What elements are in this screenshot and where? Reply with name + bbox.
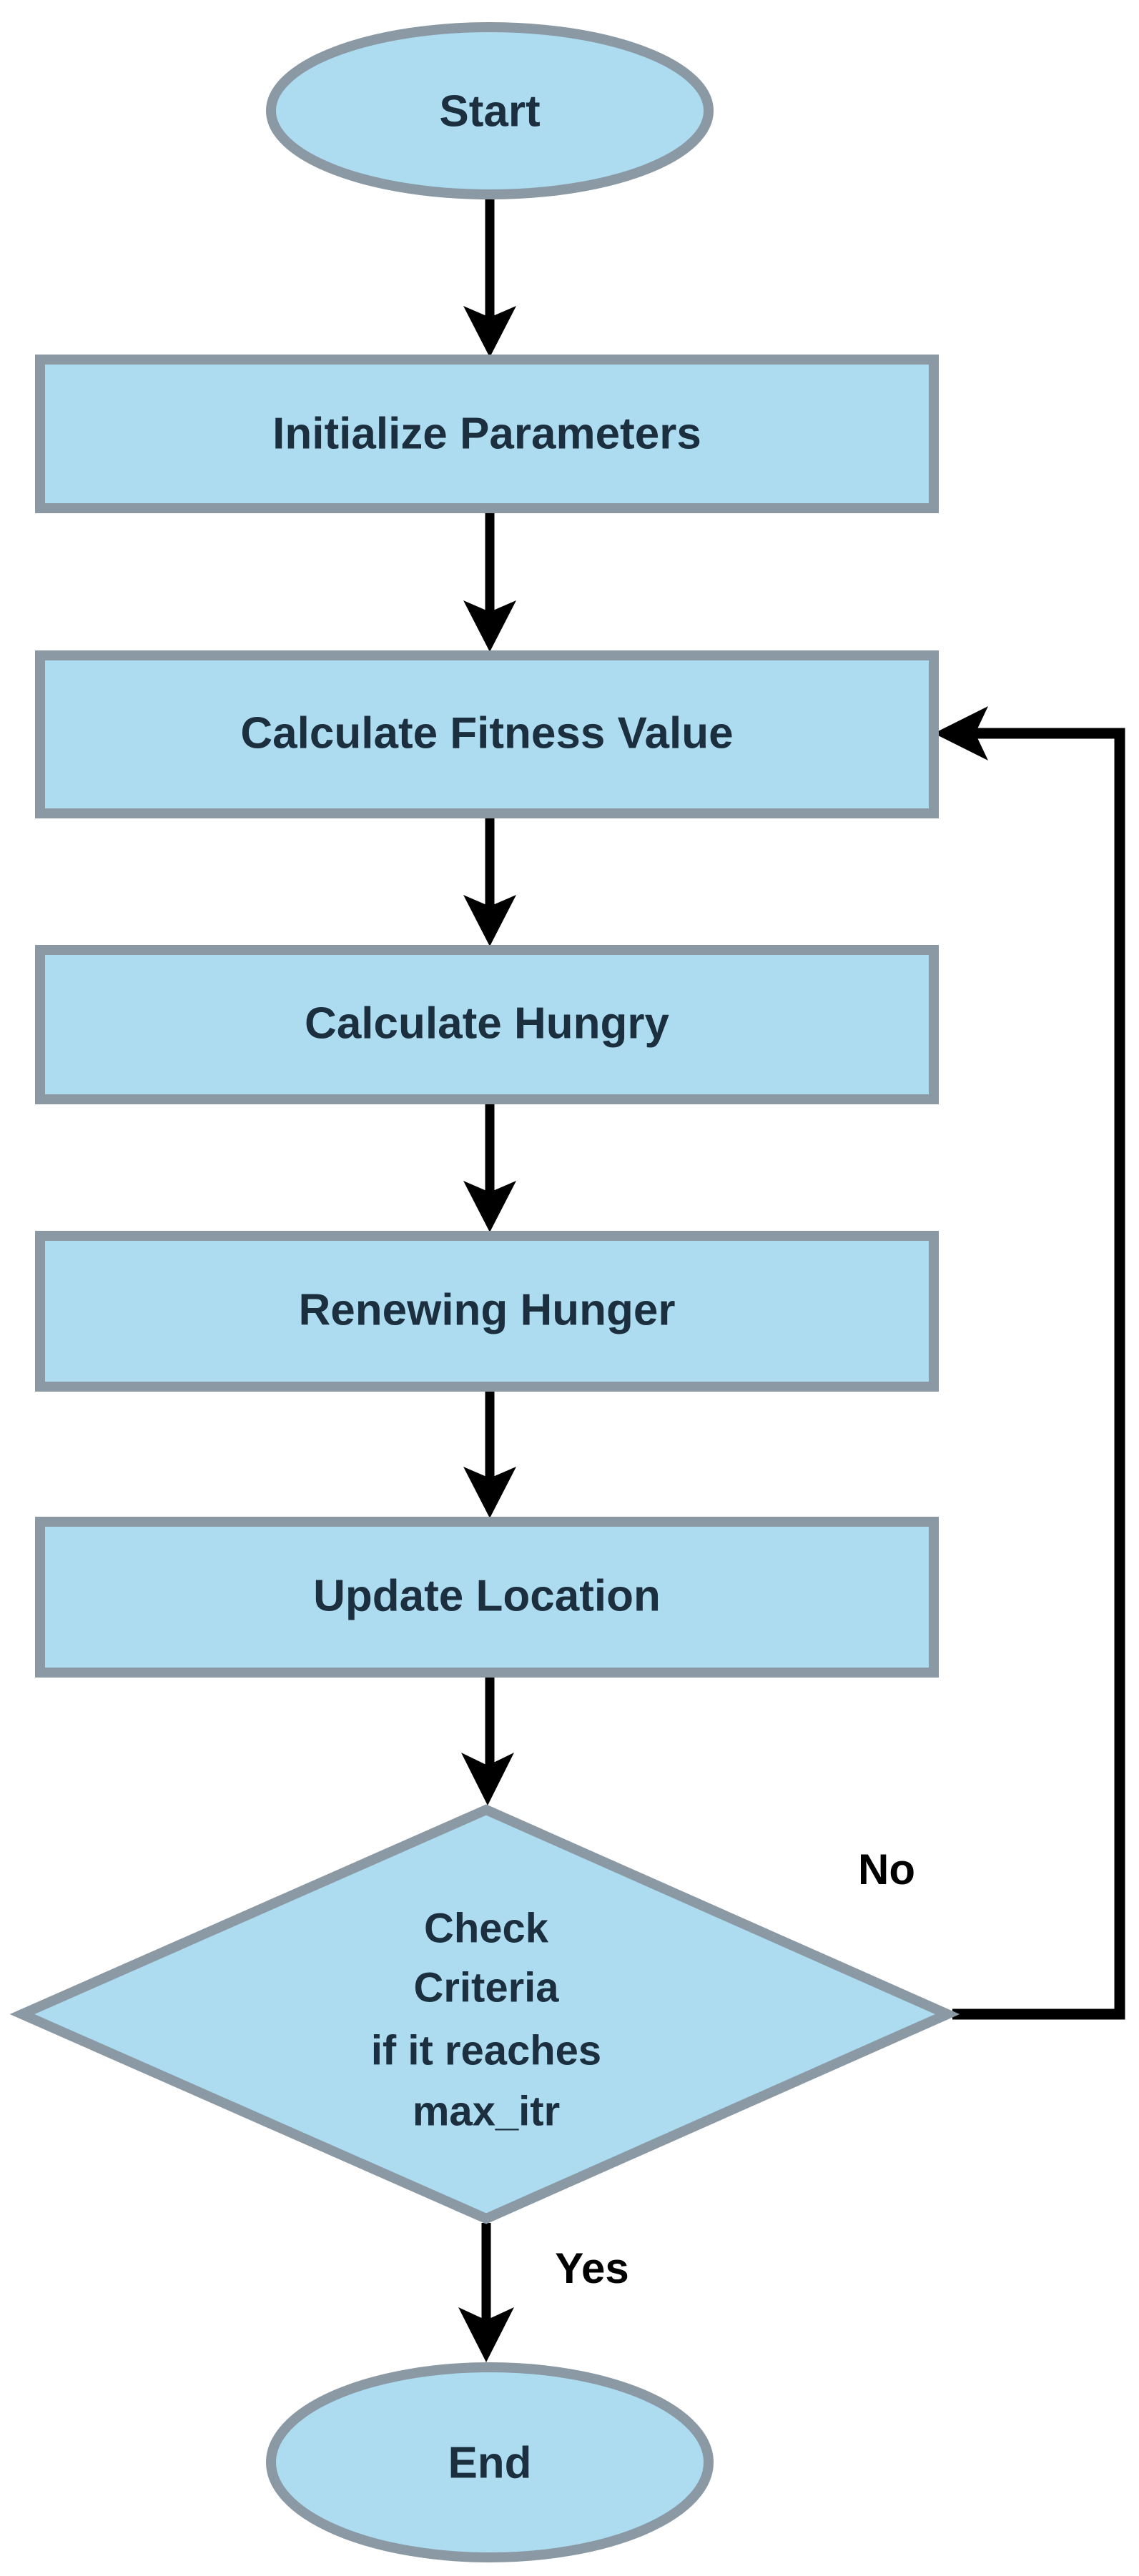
calculate-fitness-value-label: Calculate Fitness Value	[240, 708, 733, 758]
check-criteria-diamond-shape	[9, 1804, 960, 2224]
update-location-rect-shape	[35, 1517, 939, 1678]
connector-check-to-fitness-feedback	[934, 706, 1125, 2020]
end-ellipse-shape	[266, 2362, 714, 2562]
node-check-criteria[interactable]: Check Criteria if it reaches max_itr	[9, 1804, 960, 2224]
node-renewing-hunger[interactable]: Renewing Hunger	[35, 1231, 939, 1392]
check-criteria-label-line-2: Criteria	[413, 1964, 559, 2011]
node-calculate-hungry[interactable]: Calculate Hungry	[35, 945, 939, 1104]
renewing-hunger-label: Renewing Hunger	[298, 1285, 675, 1334]
calculate-hungry-label: Calculate Hungry	[305, 999, 669, 1048]
initialize-parameters-label: Initialize Parameters	[272, 409, 701, 458]
check-criteria-label-line-3: if it reaches	[371, 2027, 601, 2074]
renewing-hunger-rect-shape	[35, 1231, 939, 1392]
end-label: End	[448, 2438, 531, 2487]
node-start[interactable]: Start	[266, 22, 714, 199]
start-label: Start	[439, 86, 540, 136]
node-calculate-fitness-value[interactable]: Calculate Fitness Value	[35, 650, 939, 818]
node-end[interactable]: End	[266, 2362, 714, 2562]
calculate-hungry-rect-shape	[35, 945, 939, 1104]
update-location-label: Update Location	[313, 1571, 661, 1620]
connector-renew-to-update	[463, 1392, 516, 1518]
calculate-fitness-value-rect-shape	[35, 650, 939, 818]
connector-fitness-to-hungry	[463, 818, 516, 946]
start-ellipse-shape	[266, 22, 714, 199]
node-update-location[interactable]: Update Location	[35, 1517, 939, 1678]
connector-init-to-fitness	[463, 513, 516, 652]
edge-label-no: No	[858, 1846, 915, 1893]
connector-update-to-check	[461, 1678, 514, 1805]
check-criteria-label-line-1: Check	[424, 1905, 549, 1951]
connector-hungry-to-renew	[463, 1104, 516, 1232]
connector-start-to-init	[463, 199, 516, 357]
check-criteria-label-line-4: max_itr	[413, 2088, 560, 2134]
node-initialize-parameters[interactable]: Initialize Parameters	[35, 355, 939, 513]
initialize-parameters-rect-shape	[35, 355, 939, 513]
edge-label-yes: Yes	[555, 2244, 628, 2292]
connector-check-to-end	[458, 2223, 514, 2362]
